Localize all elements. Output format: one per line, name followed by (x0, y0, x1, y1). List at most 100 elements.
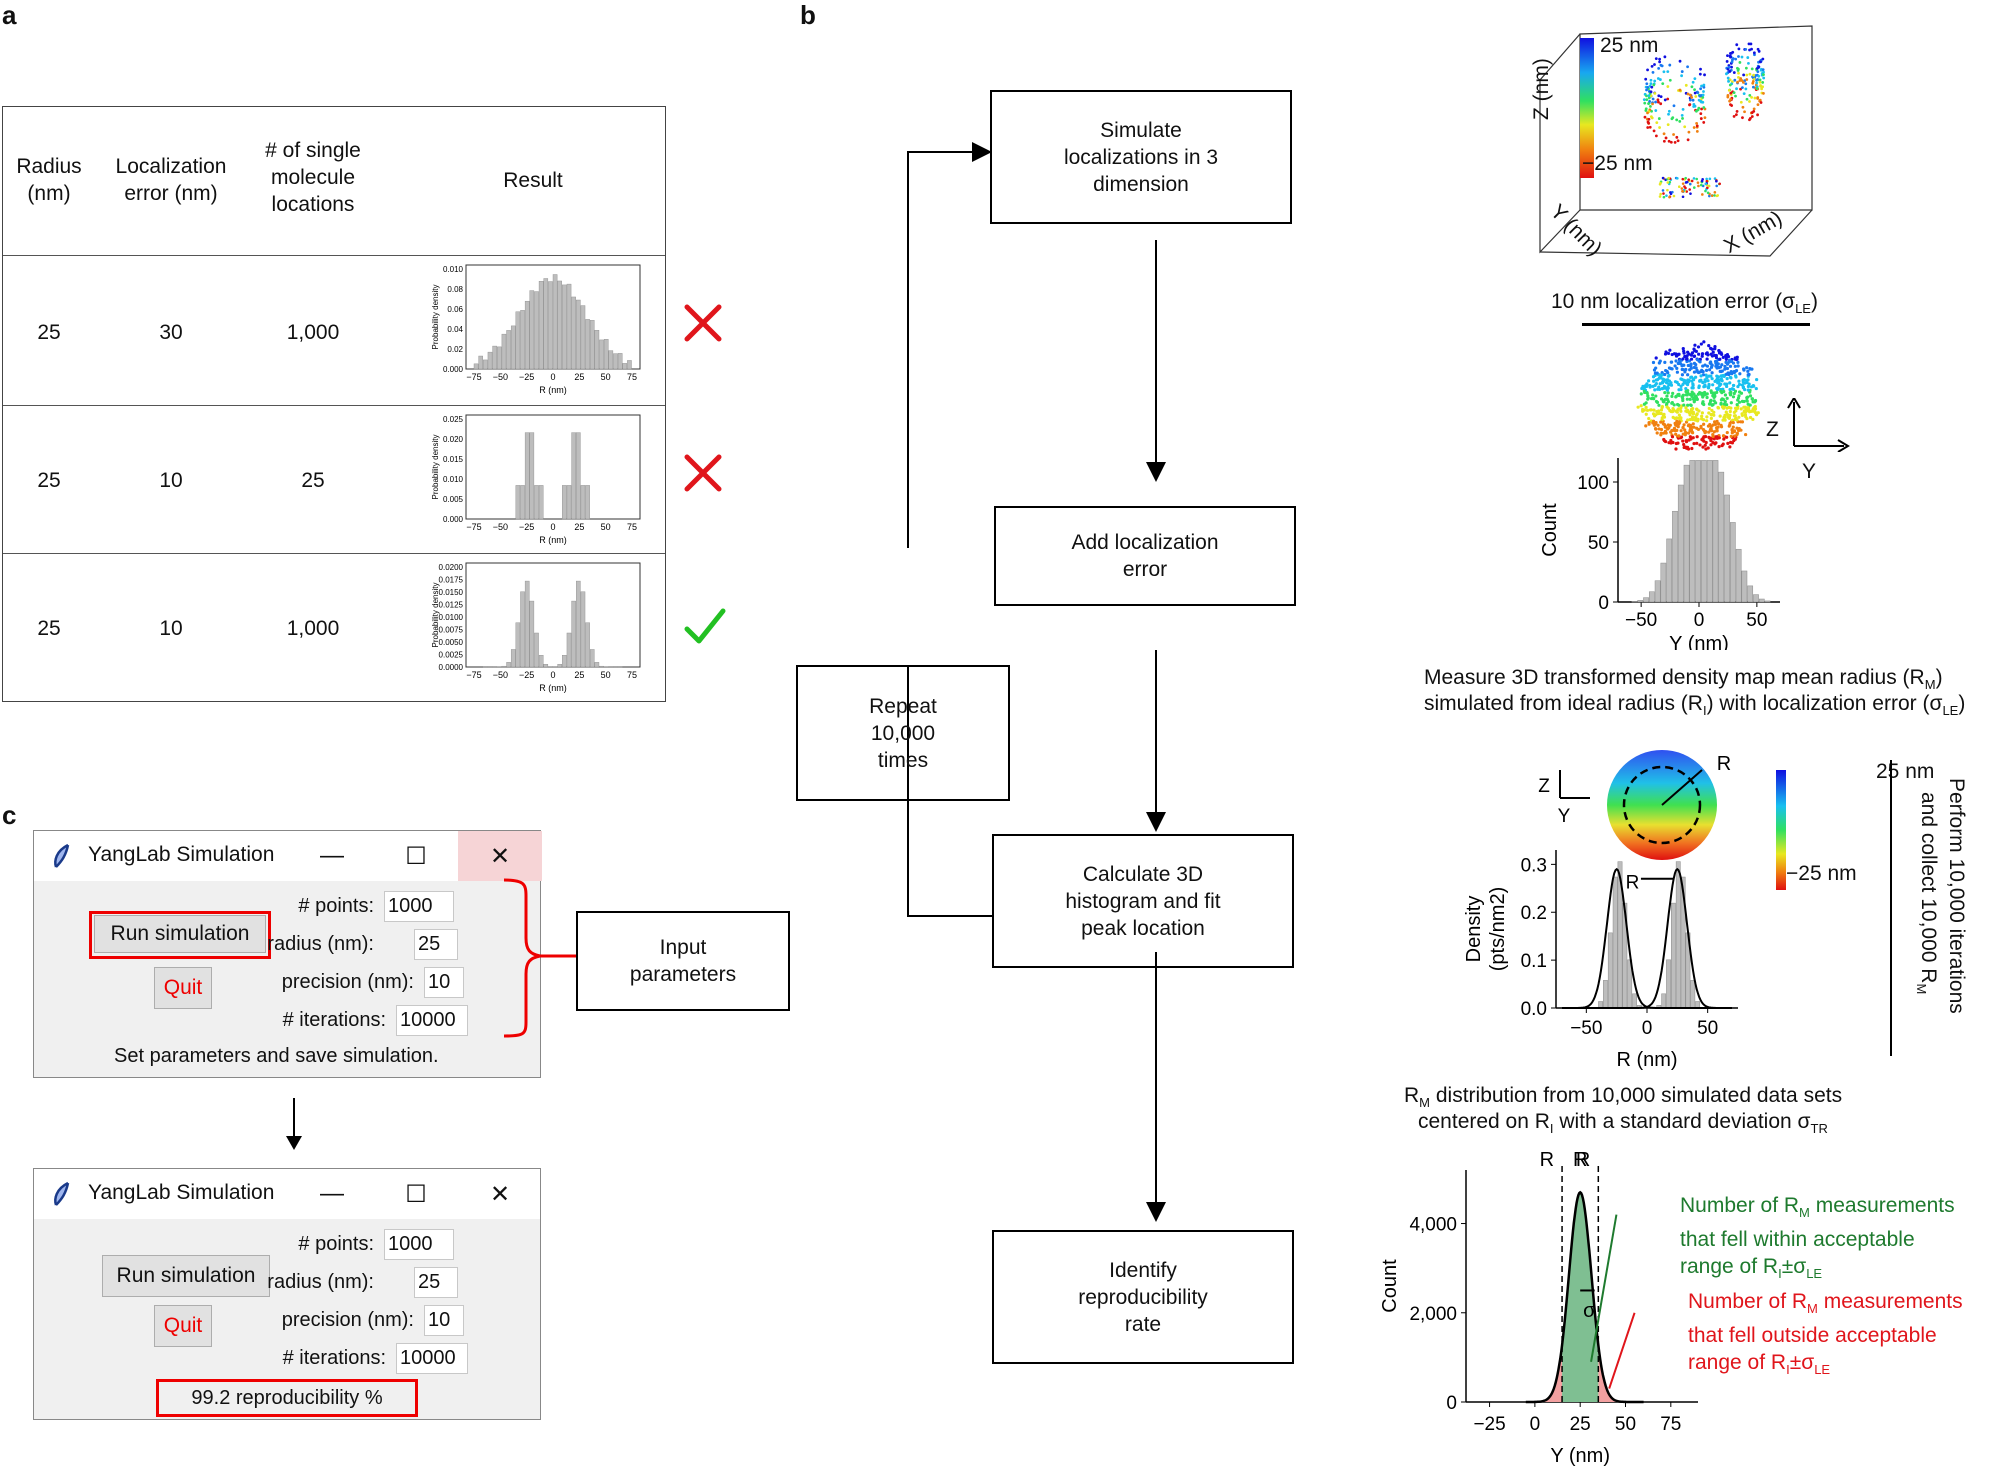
precision-input[interactable]: 10 (424, 967, 464, 998)
scatter-point (1693, 88, 1696, 91)
close-button[interactable]: ✕ (458, 831, 542, 881)
scatter-point (1744, 47, 1748, 51)
scatter-point (1713, 177, 1717, 180)
scatter-point (1689, 192, 1692, 195)
cloud-point (1685, 397, 1689, 401)
scatter-point (1700, 84, 1703, 88)
axes-z-label: Z (1766, 418, 1779, 441)
quit-button[interactable]: Quit (154, 1305, 212, 1347)
cloud-point (1700, 393, 1704, 397)
scatter-point (1750, 67, 1754, 71)
scatter-point (1686, 138, 1690, 142)
x-tick-label: 50 (1746, 610, 1767, 631)
perform-line-2: and collect 10,000 RM (1913, 792, 1940, 995)
histogram-bar (552, 274, 558, 370)
scatter-point (1713, 191, 1717, 194)
scatter-point (1742, 73, 1746, 77)
iterations-input[interactable]: 10000 (396, 1343, 468, 1374)
scatter-point (1745, 73, 1749, 77)
cloud-point (1700, 417, 1704, 421)
r-label: R (1573, 1149, 1587, 1171)
minimize-button[interactable]: — (320, 842, 344, 869)
cloud-point (1679, 409, 1683, 413)
scatter-point (1666, 85, 1670, 88)
scatter-point (1662, 192, 1665, 195)
precision-input[interactable]: 10 (424, 1305, 464, 1336)
scatter-point (1727, 89, 1731, 92)
green-note: Number of RM measurements that fell with… (1680, 1194, 1955, 1282)
cloud-point (1705, 376, 1709, 380)
cloud-point (1716, 378, 1721, 382)
points-input[interactable]: 1000 (384, 1229, 454, 1260)
cloud-point (1724, 357, 1728, 361)
scatter-point (1741, 116, 1744, 120)
cloud-point (1652, 408, 1656, 412)
x-tick-label: 0 (1530, 1414, 1541, 1435)
scatter-point (1659, 95, 1663, 99)
histogram-bar (1689, 460, 1696, 603)
scatter-point (1647, 96, 1651, 100)
cloud-point (1725, 435, 1729, 439)
cloud-point (1744, 432, 1748, 437)
ri-plus-label: R (1576, 1149, 1590, 1171)
cloud-point (1748, 394, 1753, 398)
histogram-bar (571, 296, 576, 370)
histogram-bar (520, 310, 525, 370)
cloud-point (1723, 367, 1727, 371)
scatter-point (1678, 120, 1682, 123)
scatter-point (1643, 101, 1647, 105)
scatter-point (1757, 65, 1761, 69)
histogram-bar (506, 330, 511, 370)
histogram-bar (580, 485, 586, 520)
cloud-point (1659, 408, 1664, 412)
scatter-point (1643, 115, 1647, 119)
histogram-bar (1612, 876, 1618, 1009)
points-input[interactable]: 1000 (384, 891, 454, 922)
quit-button[interactable]: Quit (154, 967, 212, 1009)
cloud-point (1688, 368, 1692, 372)
scatter-point (1649, 94, 1653, 98)
cloud-point (1705, 419, 1709, 423)
histogram-bar (566, 283, 572, 370)
cloud-point (1739, 407, 1743, 411)
scatter-point (1726, 54, 1729, 58)
cloud-point (1704, 368, 1709, 372)
cloud-point (1702, 435, 1706, 439)
y-axis-label: Density (1463, 896, 1485, 963)
close-button[interactable]: ✕ (489, 1180, 511, 1208)
simulation-window-2: YangLab Simulation — ☐ ✕ Run simulation … (33, 1168, 541, 1420)
cloud-point (1712, 353, 1717, 357)
table-divider (3, 553, 665, 554)
mean-radius-circle (1622, 765, 1702, 845)
y-tick-label: 0.1 (1521, 951, 1547, 972)
scatter-point (1743, 110, 1746, 114)
scatter-point (1683, 125, 1687, 129)
radius-input[interactable]: 25 (414, 929, 458, 960)
histogram-bar (1643, 597, 1649, 603)
iterations-input[interactable]: 10000 (396, 1005, 468, 1036)
run-simulation-button[interactable]: Run simulation (94, 915, 266, 953)
table-divider (3, 405, 665, 406)
radius-input[interactable]: 25 (414, 1267, 458, 1298)
cloud-point (1709, 365, 1714, 369)
panel-label-c: c (2, 800, 17, 830)
status-text: Set parameters and save simulation. (114, 1045, 439, 1067)
maximize-button[interactable]: ☐ (405, 842, 427, 870)
run-simulation-button[interactable]: Run simulation (102, 1255, 270, 1297)
cloud-point (1728, 409, 1732, 414)
scatter-point (1644, 77, 1648, 81)
cloud-point (1674, 447, 1678, 451)
cloud-point (1725, 362, 1730, 366)
histogram-bar (562, 485, 567, 520)
cloud-point (1690, 379, 1694, 383)
cloud-point (1722, 389, 1726, 394)
maximize-button[interactable]: ☐ (405, 1180, 427, 1208)
scatter-point (1738, 79, 1742, 82)
histogram-bar (1764, 600, 1771, 603)
histogram-bar (515, 622, 521, 668)
cloud-point (1734, 368, 1739, 373)
scatter-point (1693, 77, 1697, 80)
minimize-button[interactable]: — (320, 1180, 344, 1207)
